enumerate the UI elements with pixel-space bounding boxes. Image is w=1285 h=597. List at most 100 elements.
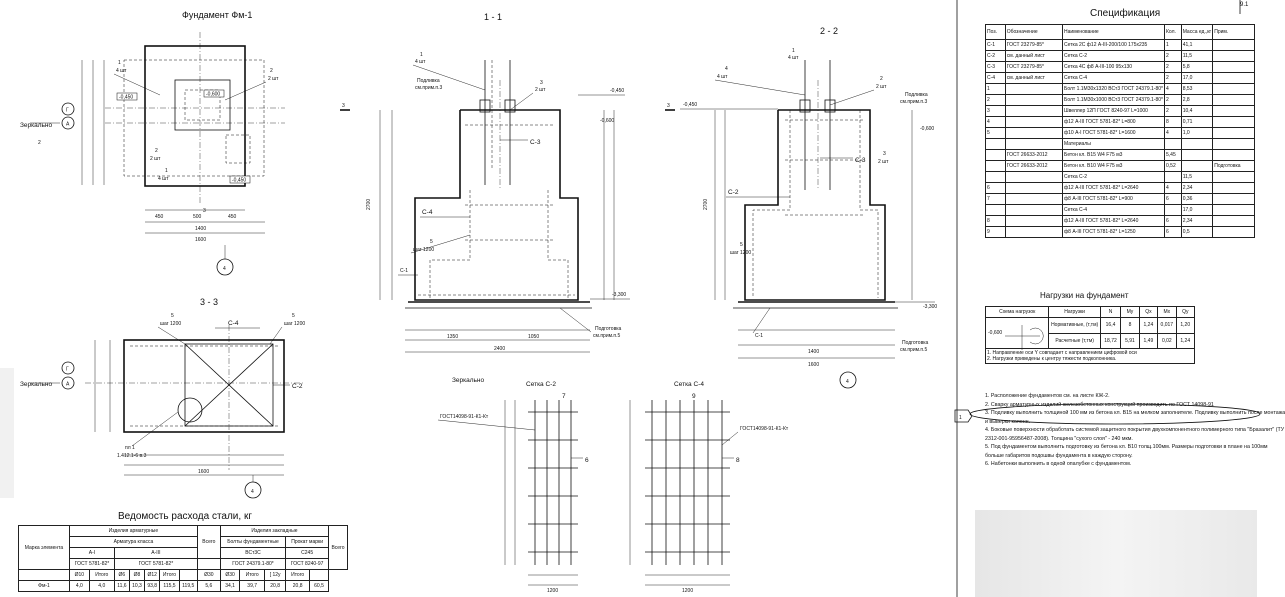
steel-cell: Фм-1 — [18, 580, 70, 592]
spec-cell — [1212, 215, 1255, 227]
note-4b: 2312-001-95956487-2008). Толщина "сухого… — [985, 435, 1133, 442]
plan-outline — [144, 45, 246, 187]
svg-text:8: 8 — [736, 457, 740, 464]
spec-cell — [1212, 171, 1255, 183]
spec-cell — [1180, 149, 1214, 161]
plan-elev-1: -0,450 — [119, 95, 133, 101]
spec-cell — [1212, 50, 1255, 62]
spec-cell: С-1 — [985, 39, 1006, 51]
spec-cell: 2 — [1164, 105, 1182, 117]
s2-c2: С-2 — [728, 189, 739, 196]
spec-cell: ф10 А-I ГОСТ 5781-82* L=1600 — [1062, 127, 1165, 139]
svg-text:4 шт: 4 шт — [717, 74, 728, 80]
section-2-2: 2 - 2 1400 1600 2700 4 4 шт 1 4 шт 2 2 ш… — [665, 26, 937, 389]
spec-cell — [1004, 127, 1064, 139]
spec-cell: 2 — [1164, 61, 1182, 73]
s3-c4: С-4 — [228, 320, 239, 327]
svg-text:1400: 1400 — [808, 349, 819, 355]
svg-text:1: 1 — [118, 60, 121, 66]
load-header-2: N — [1099, 306, 1122, 318]
spec-header-1: Обозначение — [1004, 24, 1064, 40]
spec-cell: Бетон кл. В15 W4 F75 м3 — [1062, 149, 1165, 161]
steel-col-head — [309, 569, 329, 581]
load-header-0: Схема нагрузок — [984, 306, 1050, 318]
s3-c2: С-2 — [292, 383, 303, 390]
plan-dim-450-l: 450 — [155, 214, 164, 220]
svg-text:1.412.1-6 в.3: 1.412.1-6 в.3 — [117, 453, 147, 459]
note-3: 3. Подливку выполнить толщиной 100 мм из… — [985, 410, 1285, 416]
svg-text:7: 7 — [562, 393, 566, 400]
spec-cell — [1212, 94, 1255, 106]
spec-cell: 7 — [985, 193, 1006, 205]
s1-c3: С-3 — [530, 139, 541, 146]
svg-text:4 шт: 4 шт — [116, 68, 127, 74]
spec-cell: Швеллер 12П ГОСТ 8240-97 L=1000 — [1062, 105, 1165, 117]
load-header-3: My — [1120, 306, 1140, 318]
spec-cell — [1004, 182, 1064, 194]
spec-cell: ГОСТ 26633-2012 — [1004, 149, 1064, 161]
svg-text:5: 5 — [430, 239, 433, 245]
steel-col-head: Итого — [285, 569, 311, 581]
spec-cell: ф12 А-III ГОСТ 5781-82* L=2640 — [1062, 215, 1165, 227]
spec-cell: 8 — [1164, 116, 1182, 128]
spec-cell — [1212, 226, 1255, 238]
spec-cell — [1212, 182, 1255, 194]
svg-text:4 шт: 4 шт — [415, 59, 426, 65]
s2-c1: С-1 — [755, 333, 763, 339]
spec-cell: 1 — [985, 83, 1006, 95]
steel-title: Ведомость расхода стали, кг — [118, 511, 252, 522]
spec-cell: 9 — [985, 226, 1006, 238]
steel-col-head: [ 12у — [264, 569, 287, 581]
note-6: 6. Набетонки выполнить в одной опалубке … — [985, 461, 1132, 467]
spec-cell — [1004, 116, 1064, 128]
section-1-1: 1 - 1 1350 1050 2400 2700 1 4 шт Подливк… — [340, 12, 630, 353]
s2-axis-4 — [839, 371, 857, 389]
spec-cell: ГОСТ 23279-85* — [1004, 61, 1064, 73]
svg-text:-0,600: -0,600 — [920, 126, 934, 132]
svg-text:6: 6 — [585, 457, 589, 464]
svg-text:2400: 2400 — [494, 346, 505, 352]
spec-cell: 2,34 — [1180, 215, 1214, 227]
spec-cell: 1,0 — [1180, 127, 1214, 139]
spec-header-4: Масса ед.,кг — [1180, 24, 1214, 40]
spec-cell: Бетон кл. В10 W4 F75 м3 — [1062, 160, 1165, 172]
steel-col-head: Ø30 — [196, 569, 221, 581]
steel-cell: 119,5 — [178, 580, 198, 592]
spec-cell — [1004, 215, 1064, 227]
svg-text:Г: Г — [66, 367, 69, 373]
spec-cell: 0,52 — [1164, 160, 1182, 172]
svg-text:3: 3 — [883, 151, 886, 157]
spec-cell: 5 — [985, 127, 1006, 139]
spec-cell — [1212, 83, 1255, 95]
spec-cell: 6 — [1164, 215, 1182, 227]
steel-col-head: Ø10 — [69, 569, 90, 581]
steel-col-head: Ø6 — [113, 569, 130, 581]
spec-cell: 8 — [985, 215, 1006, 227]
spec-cell: С-2 — [985, 50, 1006, 62]
spec-cell — [1004, 204, 1064, 216]
steel-head-blank — [18, 569, 70, 581]
spec-row: Материалы — [985, 138, 1255, 150]
spec-cell: Подготовка — [1212, 160, 1255, 172]
steel-cell: 5,6 — [196, 580, 221, 592]
svg-text:-3,300: -3,300 — [923, 304, 937, 310]
load-header-5: Mx — [1157, 306, 1177, 318]
svg-text:4 шт: 4 шт — [788, 55, 799, 61]
spec-cell: С-3 — [985, 61, 1006, 73]
svg-text:1: 1 — [420, 52, 423, 58]
svg-text:2: 2 — [38, 140, 41, 146]
spec-cell — [1212, 127, 1255, 139]
svg-text:Подготовка: Подготовка — [595, 326, 622, 332]
svg-text:5: 5 — [292, 313, 295, 319]
spec-cell: Болт 1.1М30х1000 ВСт3 ГОСТ 24379.1-80* — [1062, 94, 1165, 106]
spec-cell — [1212, 61, 1255, 73]
spec-cell — [985, 138, 1006, 150]
blurred-region-right — [975, 510, 1257, 597]
blurred-region-left — [0, 368, 14, 498]
